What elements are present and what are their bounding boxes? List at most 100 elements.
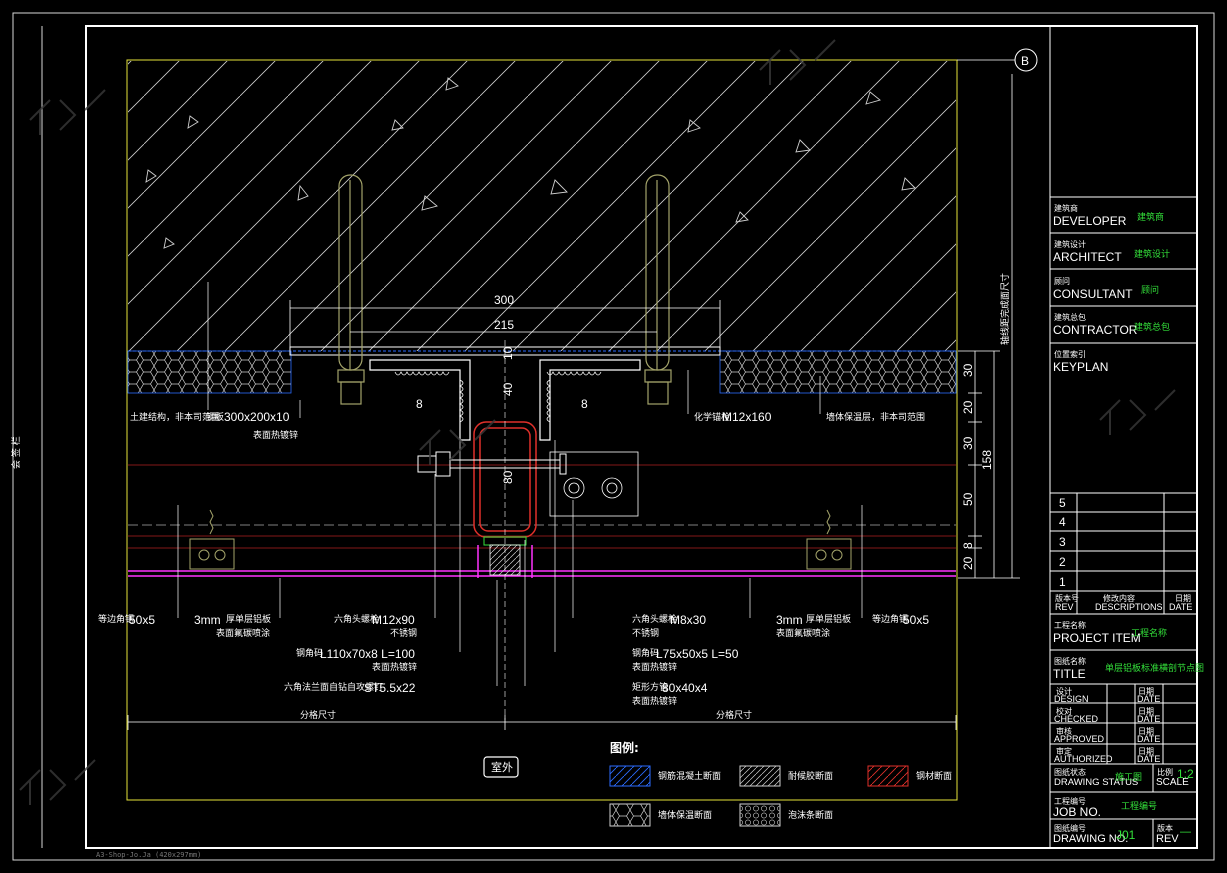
tb-date-1-cn: 日期	[1138, 687, 1154, 696]
tb-design-en: DESIGN	[1054, 694, 1089, 704]
label-steel-plate-cn: 钢板	[206, 411, 224, 423]
tb-job-cn: 工程编号	[1054, 797, 1086, 806]
sheet-footer: A3-Shop-Jo.Ja (420x297mm)	[96, 851, 202, 859]
tb-consultant-value: 顾问	[1141, 285, 1160, 295]
span-dimensions	[127, 715, 957, 730]
weld-size-left: 8	[416, 397, 423, 411]
tb-date-2-cn: 日期	[1138, 707, 1154, 716]
concrete-aggregate-marks	[145, 77, 916, 249]
tb-title-value: 单层铝板标准横剖节点图	[1105, 663, 1205, 673]
tb-architect-en: ARCHITECT	[1053, 250, 1122, 264]
tb-rev-header-cn: 版本号	[1055, 594, 1079, 603]
legend-swatch-concrete	[609, 765, 651, 787]
dim-right-8: 8	[961, 542, 975, 549]
anchor-left	[337, 174, 365, 405]
label-tube-en: 80x40x4	[662, 681, 708, 695]
label-angle-left-finish: 表面热镀锌	[372, 661, 417, 673]
label-screw-en: ST5.5x22	[364, 681, 416, 695]
dimension-lines-right	[958, 74, 1020, 579]
label-al-left-en: 3mm	[194, 613, 221, 627]
dim-right-20b: 20	[961, 556, 975, 570]
tb-rev-row-3: 3	[1059, 535, 1066, 549]
dim-300: 300	[494, 293, 514, 307]
tb-drawing-no-cn: 图纸编号	[1054, 824, 1086, 833]
label-bolt-left-cn: 六角头螺栓	[334, 613, 379, 625]
tb-consultant-cn: 顾问	[1054, 277, 1070, 286]
dim-80: 80	[501, 470, 515, 484]
anchor-right	[644, 174, 672, 405]
watermarks	[19, 39, 1176, 805]
label-chem-anchor-en: M12x160	[722, 410, 772, 424]
title-block-grid	[1049, 26, 1197, 848]
grid-bubble-label: B	[1021, 54, 1029, 68]
tb-approved-cn: 审核	[1056, 727, 1072, 736]
tb-job-value: 工程编号	[1121, 801, 1158, 811]
outside-tag: 室外	[491, 760, 513, 774]
tb-status-value: 施工图	[1115, 772, 1143, 782]
label-bolt-right-cn: 六角头螺栓	[632, 613, 677, 625]
dim-right-50: 50	[961, 492, 975, 506]
label-steel-plate-en: 300x200x10	[224, 410, 290, 424]
tb-title-cn: 图纸名称	[1054, 657, 1086, 666]
bolt-m12	[417, 451, 567, 477]
legend-swatch-foam	[739, 803, 781, 827]
tb-authorized-cn: 审定	[1056, 747, 1072, 756]
tb-job-en: JOB NO.	[1053, 805, 1102, 819]
tb-developer-en: DEVELOPER	[1053, 214, 1127, 228]
tb-date-header-cn: 日期	[1175, 594, 1191, 603]
tb-date-4-cn: 日期	[1138, 747, 1154, 756]
legend-concrete: 钢筋混凝土断面	[658, 770, 721, 782]
dim-right-158: 158	[980, 450, 994, 470]
tb-date-4-en: DATE	[1137, 754, 1161, 764]
label-al-right-cn: 厚单层铝板	[806, 613, 851, 625]
dim-right-30b: 30	[961, 436, 975, 450]
right-clip	[549, 451, 639, 517]
tb-rev-en: REV	[1156, 833, 1179, 845]
left-margin-text: 会 签 栏	[10, 436, 22, 469]
tb-project-en: PROJECT ITEM	[1053, 631, 1141, 645]
label-steel-plate-finish: 表面热镀锌	[253, 429, 298, 441]
tb-developer-cn: 建筑商	[1054, 204, 1078, 213]
vertical-dim-label: 轴线距完成面尺寸	[999, 273, 1011, 345]
tb-title-en: TITLE	[1053, 667, 1086, 681]
tb-status-en: DRAWING STATUS	[1054, 777, 1139, 788]
dim-right-20a: 20	[961, 400, 975, 414]
stiffener-right	[806, 509, 852, 570]
tb-keyplan-cn: 位置索引	[1054, 350, 1086, 359]
label-civil-struct: 土建结构，非本司范围	[130, 411, 220, 423]
tb-scale-value: 1:2	[1177, 767, 1194, 781]
tb-date-3-cn: 日期	[1138, 727, 1154, 736]
leader-lines	[177, 282, 863, 686]
tb-scale-cn: 比例	[1157, 768, 1173, 777]
legend-fireproof: 耐候胶断面	[788, 770, 833, 782]
label-tube-cn: 矩形方管	[632, 681, 668, 693]
label-tube-finish: 表面热镀锌	[632, 695, 677, 707]
weld-beads	[394, 371, 602, 423]
label-angle-right-cn: 钢角码	[632, 647, 659, 659]
label-sealant-right-cn: 等边角钢	[872, 613, 908, 625]
legend-heading: 图例:	[610, 740, 639, 755]
tb-date-header-en: DATE	[1169, 602, 1193, 612]
tb-scale-en: SCALE	[1156, 777, 1189, 788]
legend-foam: 泡沫条断面	[788, 809, 833, 821]
legend-swatch-steel	[867, 765, 909, 787]
tb-architect-value: 建筑设计	[1134, 249, 1171, 259]
label-screw-cn: 六角法兰面自钻自攻螺钉	[284, 681, 383, 693]
label-sealant-left-en: 50x5	[129, 613, 155, 627]
label-al-right-finish: 表面氟碳喷涂	[776, 627, 830, 639]
tb-approved-en: APPROVED	[1054, 734, 1105, 744]
tb-rev-row-5: 5	[1059, 496, 1066, 510]
legend-insulation: 墙体保温断面	[658, 809, 712, 821]
label-bolt-left-en: M12x90	[372, 613, 415, 627]
label-bolt-left-note: 不锈钢	[390, 627, 417, 639]
tb-rev-row-2: 2	[1059, 555, 1066, 569]
label-angle-left-cn: 钢角码	[296, 647, 323, 659]
concrete-wall	[128, 61, 956, 351]
dim-40: 40	[501, 382, 515, 396]
sheet-outer-border	[12, 12, 1215, 861]
tb-date-3-en: DATE	[1137, 734, 1161, 744]
tb-checked-en: CHECKED	[1054, 714, 1099, 724]
stiffener-left	[189, 509, 235, 570]
tb-developer-value: 建筑商	[1137, 212, 1165, 222]
